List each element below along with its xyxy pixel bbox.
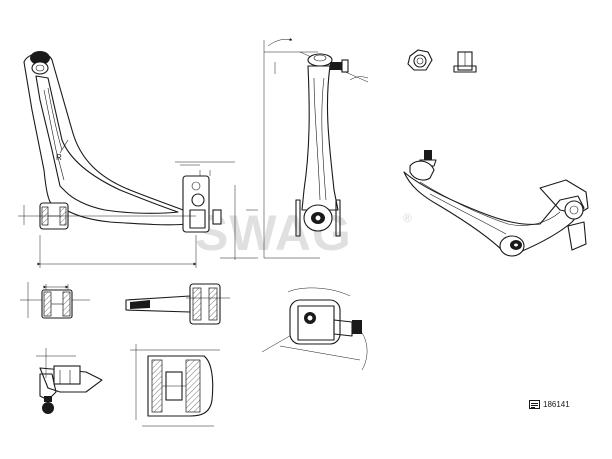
document-icon	[529, 400, 540, 409]
watermark-registered-mark: ®	[403, 211, 413, 225]
control-arm-side-view	[263, 37, 369, 259]
control-arm-top-view: R	[18, 51, 258, 268]
ball-joint-detail	[261, 287, 368, 371]
control-arm-perspective-view	[403, 150, 589, 257]
bushing-cross-section	[130, 344, 220, 427]
ball-stud-detail	[36, 348, 103, 414]
nut-hex-front	[407, 49, 433, 71]
bushing-section-detail	[20, 282, 90, 319]
nut-hex-side	[453, 51, 477, 73]
bushing-assembly-detail	[125, 283, 230, 325]
swag-watermark: SWAG ®	[195, 205, 413, 261]
part-number: 186141	[543, 400, 570, 409]
radius-label: R	[56, 153, 62, 162]
